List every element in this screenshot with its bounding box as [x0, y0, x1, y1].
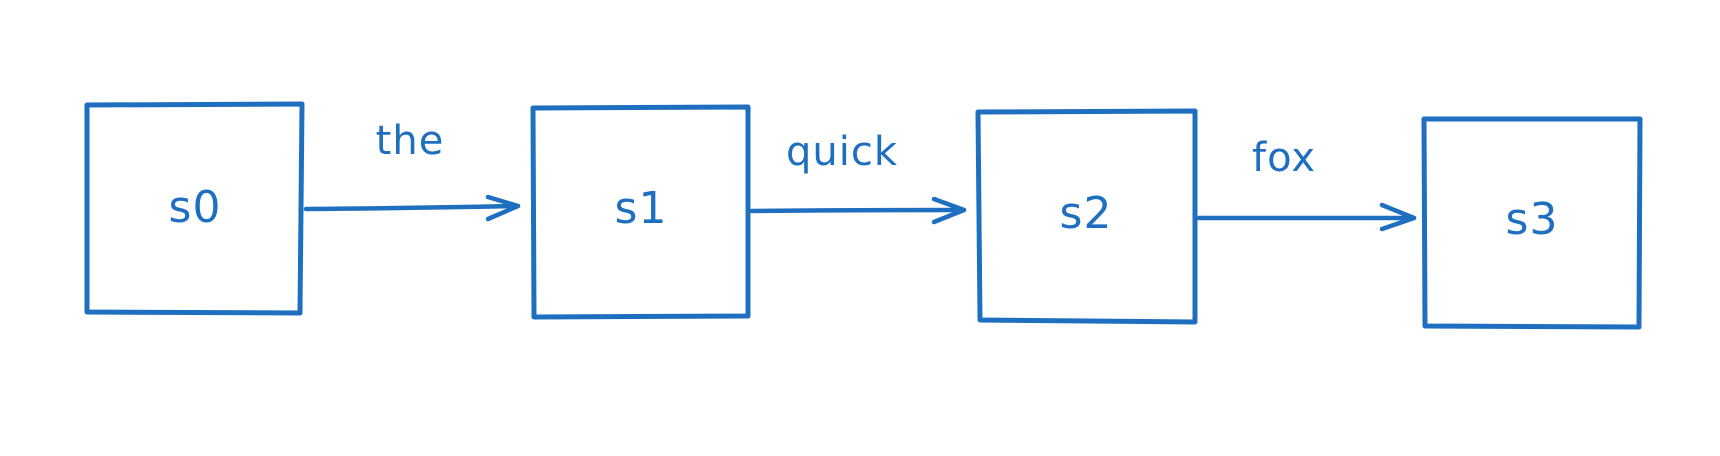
edge-arrow-s1-s2	[749, 196, 967, 225]
node-box-s0	[84, 101, 305, 316]
node-box-s3	[1421, 116, 1643, 330]
node-label-s3: s3	[1506, 194, 1559, 245]
edge-label-the: the	[376, 118, 445, 164]
node-label-s0: s0	[169, 182, 222, 233]
edge-label-fox: fox	[1252, 135, 1316, 181]
node-box-s1	[530, 104, 751, 320]
edge-arrow-s0-s1	[303, 194, 521, 222]
node-box-s2	[975, 108, 1198, 325]
node-label-s1: s1	[615, 183, 668, 234]
edge-arrow-s2-s3	[1196, 202, 1417, 232]
edge-label-quick: quick	[786, 129, 898, 175]
node-label-s2: s2	[1060, 188, 1113, 239]
